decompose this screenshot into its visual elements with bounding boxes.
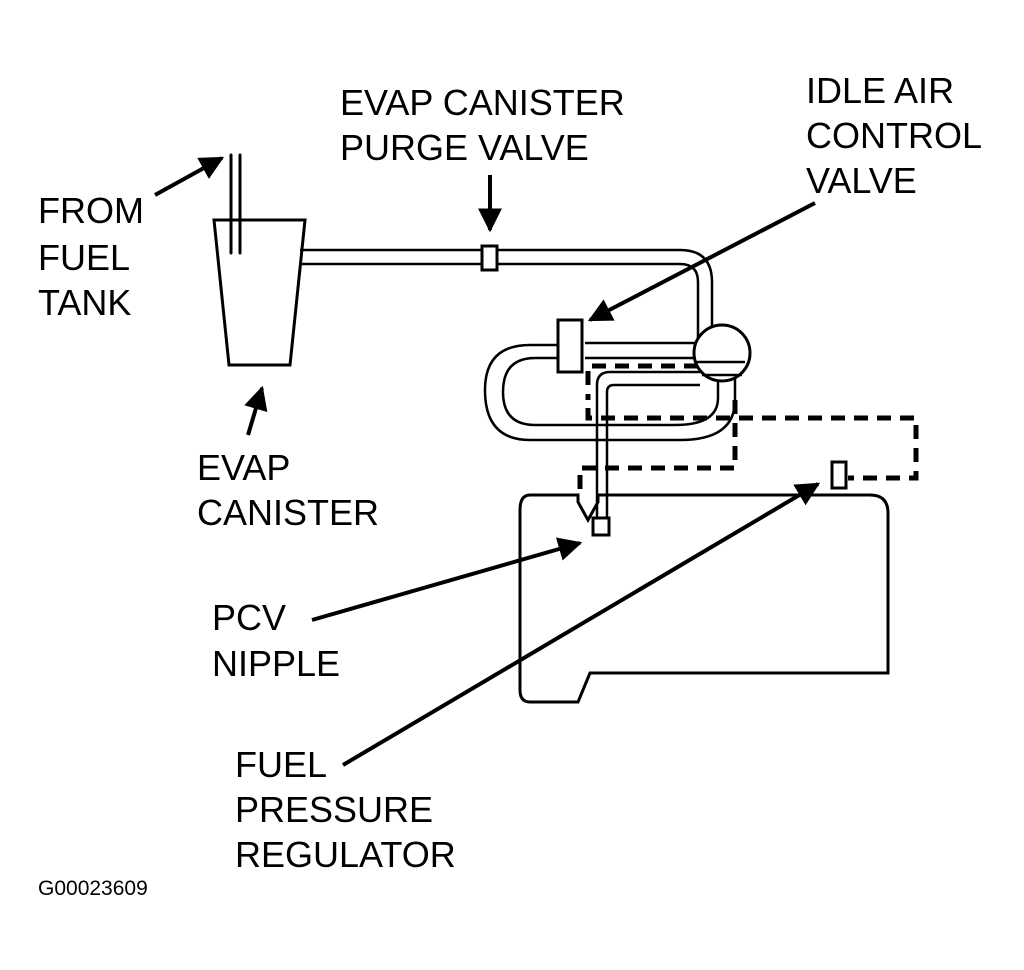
fuel-pressure-regulator xyxy=(830,460,848,490)
pcv-hose xyxy=(595,370,700,520)
arrow-pcv-nipple xyxy=(311,537,583,622)
purge-line xyxy=(300,248,714,338)
throttle-body xyxy=(692,323,752,383)
label-evap-canister-purge-valve: EVAP CANISTER PURGE VALVE xyxy=(340,82,635,168)
label-pcv-nipple: PCV NIPPLE xyxy=(212,597,340,684)
arrow-from-fuel-tank xyxy=(154,156,225,197)
label-idle-air-control-valve: IDLE AIR CONTROL VALVE xyxy=(806,70,991,201)
figure-id: G00023609 xyxy=(38,877,148,900)
engine-block xyxy=(518,493,890,704)
arrow-evap-canister xyxy=(244,385,268,436)
intake-loop-hoses xyxy=(483,341,737,442)
label-evap-canister: EVAP CANISTER xyxy=(197,447,379,533)
evap-canister-body xyxy=(212,218,307,367)
arrow-idle-air-control xyxy=(587,201,816,322)
idle-air-control-valve xyxy=(556,318,584,374)
vacuum-line-dashed xyxy=(577,363,919,495)
label-from-fuel-tank: FROM FUEL TANK xyxy=(38,190,154,323)
pcv-nipple xyxy=(591,516,611,537)
evap-canister-purge-valve xyxy=(480,244,499,272)
label-fuel-pressure-regulator: FUEL PRESSURE REGULATOR xyxy=(235,744,456,875)
arrow-fuel-pressure-regulator xyxy=(341,482,821,767)
